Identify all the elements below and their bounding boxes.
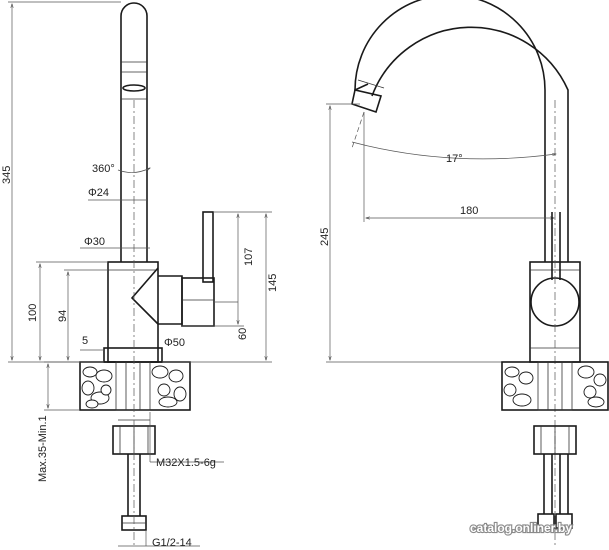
handle-hub: [530, 277, 580, 327]
dim-handle-base: 60: [237, 328, 249, 340]
dim-handle-height: 107: [243, 248, 255, 266]
dim-body-height: 100: [27, 304, 39, 322]
dim-base-diameter: Φ50: [164, 337, 185, 349]
threaded-shank: [115, 361, 151, 411]
dim-gap: 5: [82, 335, 88, 347]
stone-texture-left: [81, 365, 187, 409]
stone-texture-right: [503, 365, 607, 408]
front-supply-hoses: [543, 454, 569, 514]
spout-tube: [120, 2, 148, 262]
handle-lever: [202, 211, 214, 283]
dim-height-total: 345: [1, 166, 13, 184]
faucet-base: [103, 347, 163, 363]
spout-aerator: [122, 84, 146, 92]
watermark: catalog.onliner.by: [470, 521, 572, 535]
spout-nozzle: [351, 89, 383, 114]
dim-rotation: 360°: [92, 163, 115, 175]
dim-thread: M32X1.5-6g: [156, 457, 216, 469]
dim-handle-top: 145: [267, 274, 279, 292]
front-view: 17° 180 245: [319, 0, 609, 545]
dim-hose-thread: G1/2-14: [152, 537, 192, 549]
dim-body-diameter: Φ30: [84, 236, 105, 248]
dim-spout-diameter: Φ24: [88, 187, 109, 199]
side-view: 345 360° Φ24 Φ30 100 94 5 Φ50 107 145: [1, 1, 279, 549]
dim-spout-height: 245: [319, 228, 331, 246]
gooseneck-spout: [354, 0, 546, 262]
supply-hose: [127, 454, 141, 516]
dim-counter-thickness: Max.35-Min.1: [37, 415, 49, 482]
side-handle-cartridge: [181, 277, 215, 327]
dim-spout-angle: 17°: [446, 153, 463, 165]
dim-body-lower: 94: [57, 310, 69, 322]
dim-spout-reach: 180: [460, 205, 478, 217]
